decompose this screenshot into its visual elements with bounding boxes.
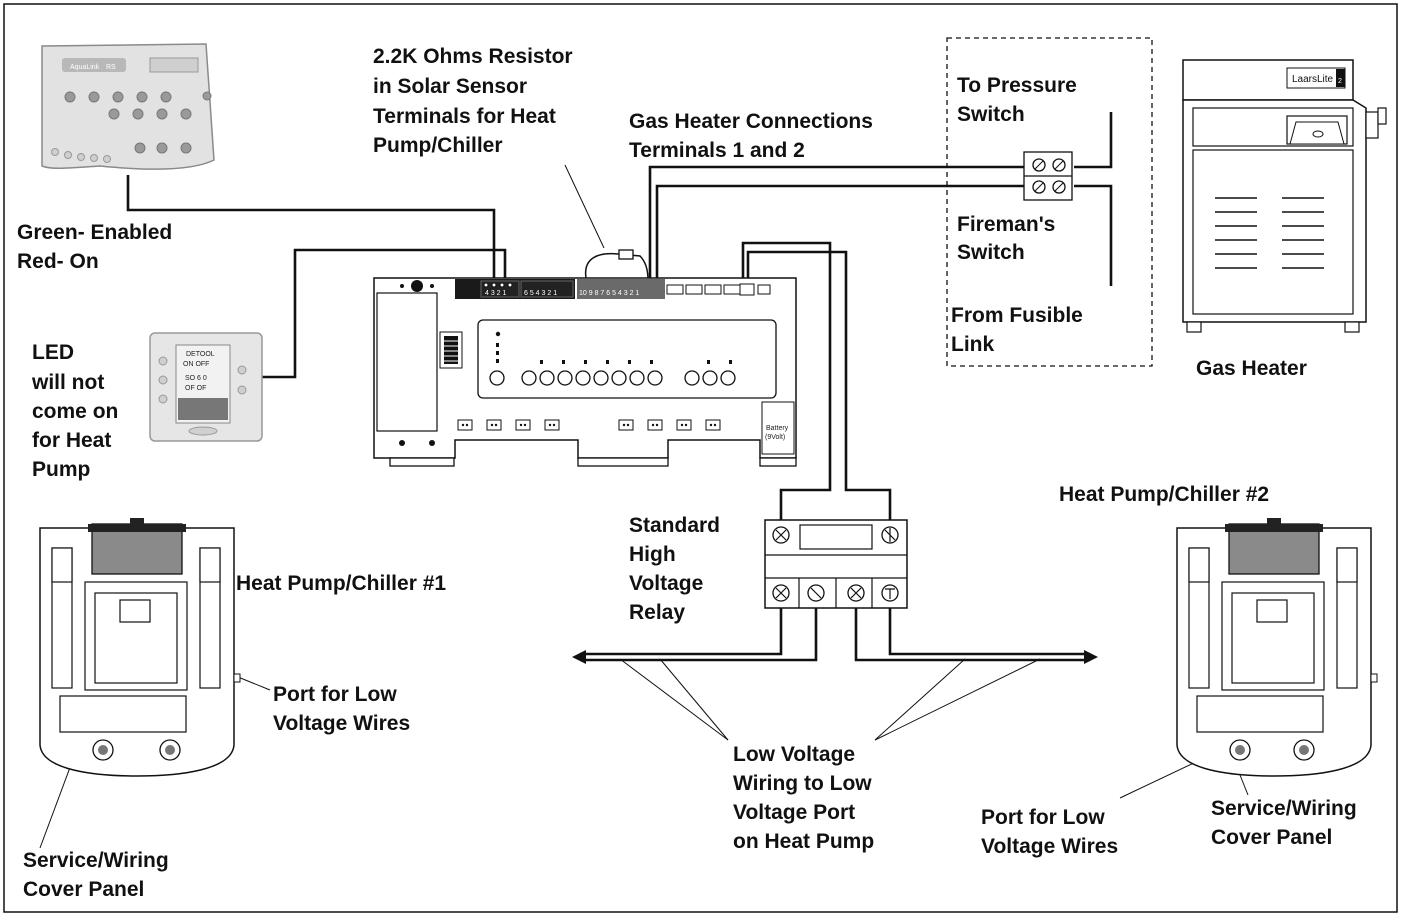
remote-screen-line-4: OF OF <box>185 385 206 392</box>
label-port-left-1: Port for Low <box>273 683 397 706</box>
label-resistor: 2.2K Ohms Resistor in Solar Sensor Termi… <box>373 45 573 157</box>
heater-brand: Laars <box>1292 74 1317 85</box>
wire-fusible-link <box>1074 184 1113 286</box>
label-firemans-switch: Fireman's Switch <box>957 213 1055 264</box>
label-relay-3: Voltage <box>629 572 703 595</box>
label-fireman-1: Fireman's <box>957 213 1055 236</box>
label-from-fusible-link: From Fusible Link <box>951 304 1083 356</box>
label-heat-pump-2: Heat Pump/Chiller #2 <box>1059 483 1269 506</box>
label-heat-pump-1: Heat Pump/Chiller #1 <box>236 572 446 595</box>
label-led-2: will not <box>31 371 104 394</box>
label-resistor-4: Pump/Chiller <box>373 134 503 157</box>
label-service-right-1: Service/Wiring <box>1211 797 1357 820</box>
label-relay-2: High <box>629 543 676 566</box>
heat-pump-1 <box>39 518 241 777</box>
heat-pump-2 <box>1176 518 1378 777</box>
heater-model-num: 2 <box>1338 78 1342 85</box>
label-led-5: Pump <box>32 458 90 481</box>
leader-lines <box>39 164 1376 849</box>
label-port-right-2: Voltage Wires <box>981 835 1118 858</box>
wire-lv-right-2 <box>888 590 1090 656</box>
terminal-strip-gray <box>577 279 665 299</box>
label-relay-4: Relay <box>629 601 685 624</box>
label-service-right: Service/Wiring Cover Panel <box>1211 797 1357 849</box>
remote-screen-line-2: ON OFF <box>183 361 209 368</box>
remote-screen-line-3: SO 6 0 <box>185 375 207 382</box>
label-lv-3: Voltage Port <box>733 801 855 824</box>
label-gas-heater: Gas Heater <box>1196 357 1307 380</box>
wire-aqualink <box>126 175 496 280</box>
label-pressure-2: Switch <box>957 103 1025 126</box>
label-service-left-2: Cover Panel <box>23 878 144 901</box>
label-fireman-2: Switch <box>957 241 1025 264</box>
terminal-block-c: 10 9 8 7 6 5 4 3 2 1 <box>579 290 639 297</box>
label-green-red: Green- Enabled Red- On <box>17 221 172 273</box>
label-port-right-1: Port for Low <box>981 806 1105 829</box>
battery-label-2: (9Volt) <box>765 434 785 441</box>
label-led-note: LED will not come on for Heat Pump <box>31 341 118 481</box>
label-service-left-1: Service/Wiring <box>23 849 169 872</box>
wire-lv-right-1 <box>854 590 1090 662</box>
terminal-block-a: 4 3 2 1 <box>485 290 507 297</box>
terminal-block-b: 6 5 4 3 2 1 <box>524 290 557 297</box>
label-relay: Standard High Voltage Relay <box>629 514 720 624</box>
label-led-4: for Heat <box>32 429 111 452</box>
remote-screen-line-1: DETOOL <box>186 351 215 358</box>
label-low-voltage-wiring: Low Voltage Wiring to Low Voltage Port o… <box>733 743 874 853</box>
gas-heater: Laars Lite 2 <box>1182 59 1387 333</box>
high-voltage-relay <box>764 519 908 609</box>
label-resistor-1: 2.2K Ohms Resistor <box>373 45 573 68</box>
battery-label-1: Battery <box>766 425 789 432</box>
label-service-right-2: Cover Panel <box>1211 826 1332 849</box>
label-relay-1: Standard <box>629 514 720 537</box>
diagram-border <box>3 3 1398 913</box>
aqualink-brand: AquaLink <box>70 64 100 71</box>
resistor-wire <box>584 252 649 281</box>
wire-lv-left-1 <box>580 590 783 656</box>
label-pressure-1: To Pressure <box>957 74 1077 97</box>
label-resistor-3: Terminals for Heat <box>373 105 556 128</box>
label-fusible-1: From Fusible <box>951 304 1083 327</box>
wires <box>126 112 1113 662</box>
label-port-left-2: Voltage Wires <box>273 712 410 735</box>
power-center-board: 4 3 2 1 6 5 4 3 2 1 10 9 8 7 6 5 4 3 2 1 <box>373 277 797 467</box>
wire-relay-2 <box>746 250 892 521</box>
switch-enclosure <box>946 37 1153 367</box>
wall-remote: DETOOL ON OFF SO 6 0 OF OF <box>149 332 263 442</box>
label-red: Red- On <box>17 250 99 273</box>
wire-relay-1 <box>741 241 832 521</box>
aqualink-controller: AquaLink RS <box>41 43 215 170</box>
wire-gas-1 <box>648 165 1032 280</box>
label-lv-2: Wiring to Low <box>733 772 872 795</box>
label-lv-1: Low Voltage <box>733 743 855 766</box>
label-resistor-2: in Solar Sensor <box>373 75 527 98</box>
label-port-left: Port for Low Voltage Wires <box>273 683 410 735</box>
label-fusible-2: Link <box>951 333 994 356</box>
label-gas-conn-2: Terminals 1 and 2 <box>629 139 805 162</box>
aqualink-model: RS <box>106 64 116 71</box>
label-lv-4: on Heat Pump <box>733 830 874 853</box>
heater-model: Lite <box>1317 74 1334 85</box>
arrow-right <box>1084 650 1098 664</box>
label-service-left: Service/Wiring Cover Panel <box>23 849 169 901</box>
wire-pressure-switch <box>1074 112 1113 169</box>
wire-lv-left-2 <box>580 590 818 662</box>
label-led-1: LED <box>32 341 74 364</box>
wire-gas-2 <box>655 184 1032 280</box>
label-gas-conn-1: Gas Heater Connections <box>629 110 873 133</box>
label-to-pressure-switch: To Pressure Switch <box>957 74 1077 126</box>
label-gas-heater-connections: Gas Heater Connections Terminals 1 and 2 <box>629 110 873 162</box>
label-led-3: come on <box>32 400 118 423</box>
label-green: Green- Enabled <box>17 221 172 244</box>
resistor <box>618 249 634 260</box>
switch-terminal <box>1023 151 1073 201</box>
label-port-right: Port for Low Voltage Wires <box>981 806 1118 858</box>
arrow-left <box>572 650 586 664</box>
wire-remote <box>262 248 507 379</box>
